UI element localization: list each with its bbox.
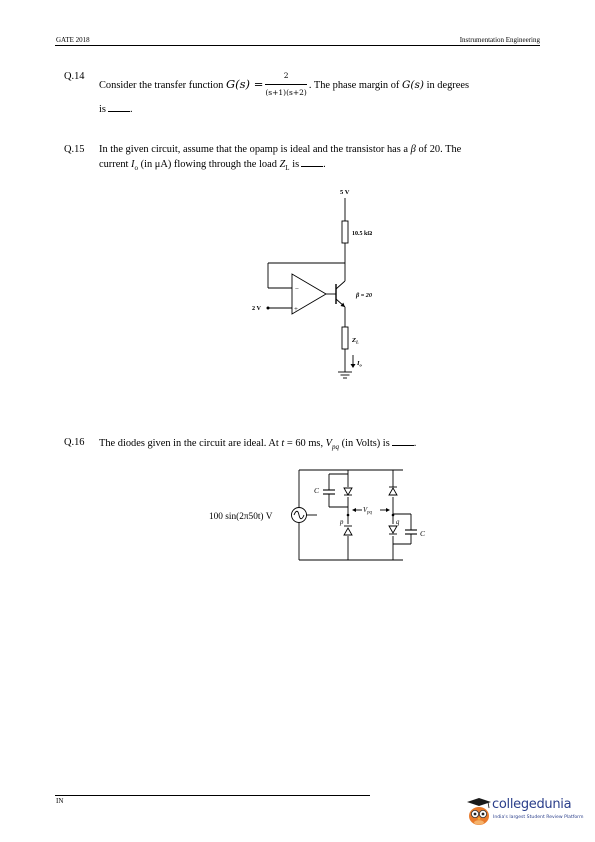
collegedunia-logo: collegedunia India's largest Student Rev…: [466, 795, 583, 829]
load-label: ZL: [351, 337, 359, 345]
footer-rule: [55, 795, 370, 796]
footer-paper-code: IN: [56, 797, 64, 805]
cap-left-label: C: [314, 486, 320, 495]
supply-label: 5 V: [340, 189, 350, 196]
vpq-arrow-head-left: [352, 508, 356, 512]
vpq-arrow-head-right: [386, 508, 390, 512]
resistor-label: 10.5 kΩ: [352, 231, 372, 237]
opamp-plus-label: +: [294, 305, 298, 313]
node-p: [346, 513, 350, 517]
answer-blank: [391, 436, 414, 446]
source-label: 100 sin(2π50t) V: [209, 511, 273, 522]
question-16-number: Q.16: [64, 437, 85, 448]
diode-d3: [388, 487, 398, 496]
vpq-label: Vpq: [363, 507, 373, 516]
transistor-collector: [335, 280, 346, 290]
logo-name: collegedunia: [492, 797, 572, 812]
question-16-text: The diodes given in the circuit are idea…: [99, 436, 417, 452]
diode-capacitor-circuit: 100 sin(2π50t) V C C Vpq p q: [209, 469, 426, 561]
header-rule: [55, 45, 540, 46]
transfer-function-fraction: 2(s+1)(s+2): [265, 71, 307, 97]
opamp-minus-label: −: [295, 285, 299, 293]
cap-right-label: C: [420, 529, 426, 538]
input-voltage-label: 2 V: [252, 305, 262, 312]
opamp-transistor-circuit: 5 V 10.5 kΩ β = 20 2 V − + ZL Io: [252, 189, 372, 379]
ac-source-wave: [293, 510, 305, 520]
question-14-text: Consider the transfer function G(s) =2(s…: [99, 71, 469, 115]
logo-tagline: India's largest Student Review Platform: [493, 815, 584, 820]
question-14-number: Q.14: [64, 71, 85, 82]
resistor-10k5: [341, 220, 349, 244]
diode-d2: [343, 527, 353, 536]
node-p-label: p: [339, 519, 344, 526]
owl-mascot-icon: [467, 798, 491, 825]
load-impedance: [341, 326, 349, 350]
node-q-label: q: [396, 519, 400, 526]
answer-blank: [301, 157, 324, 167]
question-15-text: In the given circuit, assume that the op…: [99, 144, 462, 173]
diode-d1: [343, 487, 353, 496]
current-label: Io: [356, 360, 363, 368]
emitter-arrow: [340, 302, 345, 307]
current-arrow-head: [350, 364, 356, 368]
header-exam-title: GATE 2018: [56, 36, 90, 44]
diode-d4: [388, 525, 398, 534]
node-q: [391, 513, 395, 517]
opamp-triangle: [291, 273, 327, 315]
beta-label: β = 20: [355, 292, 372, 299]
answer-blank: [107, 102, 130, 112]
question-15-number: Q.15: [64, 144, 85, 155]
input-terminal: [266, 306, 270, 310]
header-subject: Instrumentation Engineering: [459, 36, 540, 44]
